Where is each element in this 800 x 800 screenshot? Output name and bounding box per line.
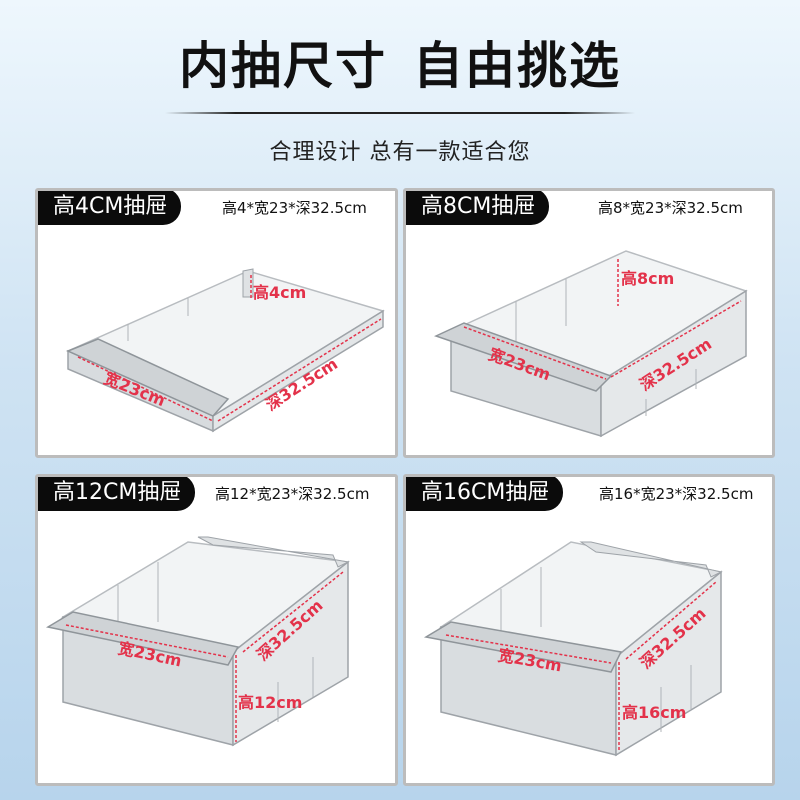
drawer-tag: 高8CM抽屉 [406, 191, 550, 225]
page-subtitle: 合理设计 总有一款适合您 [269, 140, 531, 165]
height-label: 高12cm [238, 693, 303, 712]
title-right: 自由挑选 [413, 37, 621, 95]
title-left: 内抽尺寸 [179, 37, 387, 95]
height-label: 高8cm [621, 269, 675, 288]
drawer-dimensions: 高16*宽23*深32.5cm [599, 485, 754, 503]
drawer-tag: 高12CM抽屉 [38, 477, 196, 511]
drawer-card-8cm: 高8CM抽屉 高8*宽23*深32.5cm 高8cm 宽23cm 深32.5cm [403, 188, 775, 458]
page-title: 内抽尺寸自由挑选 [0, 26, 800, 98]
drawer-dimensions: 高4*宽23*深32.5cm [222, 199, 367, 217]
title-divider [165, 112, 635, 114]
drawer-12cm-illustration [45, 536, 350, 747]
drawer-card-12cm: 高12CM抽屉 高12*宽23*深32.5cm 高12cm 宽23cm 深32.… [35, 474, 398, 786]
drawer-dimensions: 高8*宽23*深32.5cm [598, 199, 743, 217]
drawer-16cm-illustration [423, 541, 723, 757]
drawer-card-4cm: 高4CM抽屉 高4*宽23*深32.5cm 高4cm 宽23cm 深32.5cm [35, 188, 398, 458]
height-label: 高16cm [622, 703, 687, 722]
drawer-tag: 高16CM抽屉 [406, 477, 564, 511]
drawer-8cm-illustration [433, 250, 748, 438]
drawer-4cm-illustration [66, 268, 385, 433]
drawer-card-16cm: 高16CM抽屉 高16*宽23*深32.5cm 高16cm 宽23cm 深32.… [403, 474, 775, 786]
height-label: 高4cm [253, 283, 307, 302]
drawer-dimensions: 高12*宽23*深32.5cm [215, 485, 370, 503]
drawer-tag: 高4CM抽屉 [38, 191, 182, 225]
